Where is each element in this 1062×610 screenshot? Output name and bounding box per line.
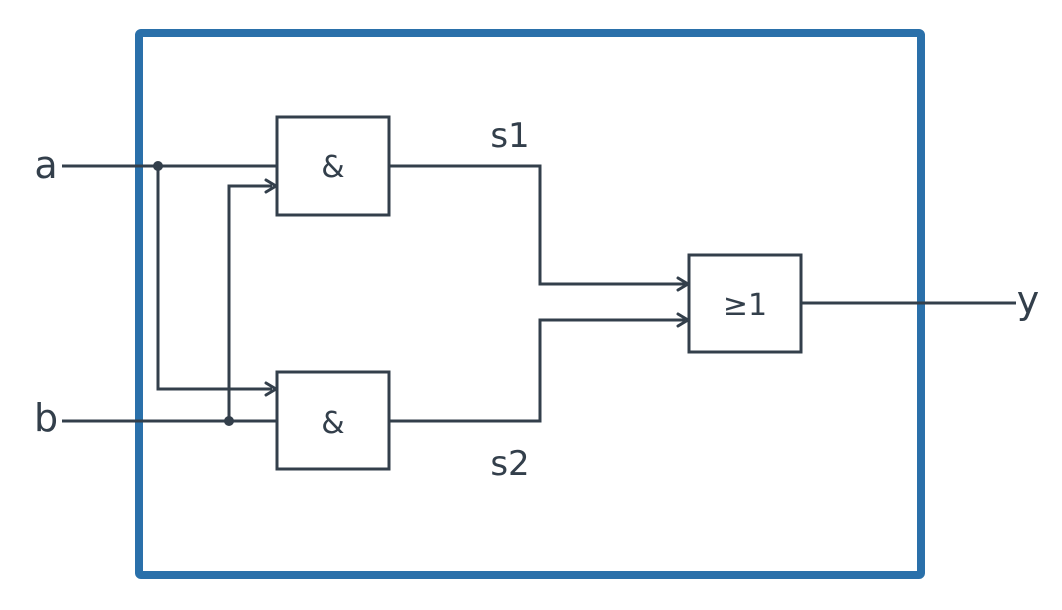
- junction-b: [224, 416, 234, 426]
- and-gate-top-symbol: &: [321, 150, 344, 185]
- input-label-b: b: [34, 396, 58, 440]
- or-gate: [687, 253, 803, 354]
- and-gate-top: [275, 115, 391, 217]
- wire-s2: [389, 318, 685, 423]
- signal-label-s1: s1: [490, 116, 529, 156]
- and-gate-bottom: [275, 370, 391, 471]
- and-gate-bottom-symbol: &: [321, 406, 344, 441]
- output-label-y: y: [1017, 278, 1040, 322]
- wire-s1: [389, 164, 685, 286]
- input-label-a: a: [34, 143, 57, 187]
- signal-label-s2: s2: [490, 444, 529, 484]
- wire-b-branch: [227, 184, 272, 421]
- or-gate-symbol: ≥1: [723, 288, 767, 323]
- wire-a-branch: [156, 166, 272, 391]
- junction-a: [153, 161, 163, 171]
